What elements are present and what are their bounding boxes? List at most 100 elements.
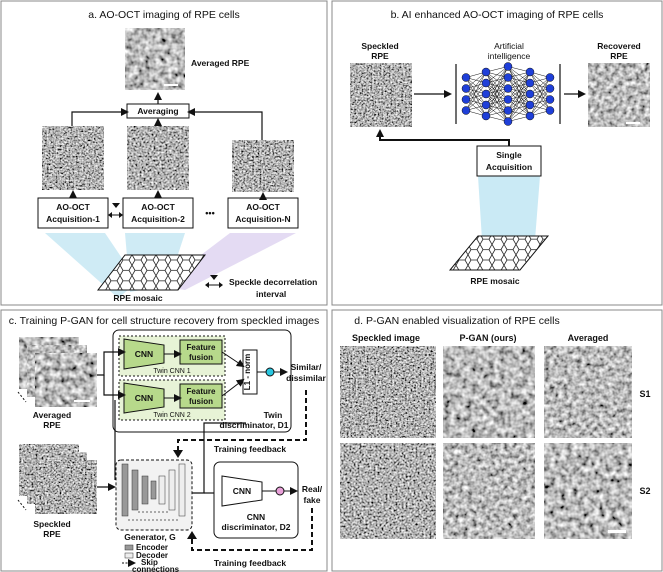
scale-bar-c [74,400,90,402]
averaged-rpe-c-line1: Averaged [33,410,71,420]
nn-node [481,67,491,77]
nn-node [525,89,535,99]
beam-acq-n [160,233,296,290]
arrow-averaged-to-twin1 [97,348,126,376]
nn-edge [507,71,531,89]
acquisition-box-1 [37,197,109,229]
training-feedback-top-label: Training feedback [214,444,287,454]
speckled-stack-front [34,459,98,515]
nn-node [461,95,471,104]
nn-node [503,73,513,82]
column-speckled: Speckled image [352,333,420,343]
cnn-1-label: CNN [135,349,153,359]
row-s1: S1 [639,389,650,399]
s1-speckled-image [339,345,437,439]
nn-node [461,106,471,115]
recovered-rpe-image [587,62,651,128]
acq-1-line2: Acquisition-1 [46,214,100,224]
rpe-mosaic-label: RPE mosaic [113,293,162,303]
averaged-rpe-label: Averaged RPE [191,58,250,68]
s1-pgan-image [442,345,536,439]
recovered-rpe-line1: Recovered [597,41,640,51]
panel-c-title: c. Training P-GAN for cell structure rec… [9,315,319,327]
panel-b-border [331,0,663,306]
acq-1-line1: AO-OCT [56,202,90,212]
twin-cnn-2-label: Twin CNN 2 [153,412,190,419]
triangle-marker [112,203,120,208]
cnn-2-label: CNN [135,393,153,403]
nn-node [481,89,491,99]
speckled-rpe-line2: RPE [371,51,389,61]
acq-n-line2: Acquisition-N [235,214,290,224]
s2-averaged-image [543,442,633,540]
twin-disc-line2: discriminator, D1 [220,420,289,430]
skip-line1: Skip [141,558,158,567]
twin-cnn-2-trapezoid [123,382,165,414]
nn-edge [529,99,551,117]
acq-n-line1: AO-OCT [246,202,280,212]
arrow-acqn-to-averaging [187,108,263,140]
averaged-stack-front [34,352,98,408]
l1-norm-label: L1 - norm [243,354,252,390]
speckled-rpe-image [349,62,413,128]
nn-edge [507,93,531,122]
training-feedback-top [177,390,307,452]
decorrelation-arrowheads [108,212,123,218]
feature-fusion-2-line2: fusion [189,397,213,406]
nn-edge [507,71,531,122]
arrow-averaged-to-twin2 [103,375,126,399]
nn-node [525,111,535,121]
training-feedback-bottom [191,508,313,551]
panel-b-title: b. AI enhanced AO-OCT imaging of RPE cel… [391,9,604,21]
s2-speckled-image [339,442,437,540]
skip-line2: connections [132,565,180,572]
cnn-disc-line2: discriminator, D2 [222,522,291,532]
nn-node [545,106,555,115]
feature-fusion-1-line2: fusion [189,353,213,362]
stack-dots-2 [17,499,27,511]
speckled-rpe-c-line1: Speckled [33,519,70,529]
arrow-acq1-to-averaging [71,108,129,126]
decoder-swatch [124,552,134,559]
speckled-rpe-line1: Speckled [361,41,398,51]
cnn-disc-line1: CNN [247,512,265,522]
feedback-top-arrowhead [173,450,183,458]
similarity-output-dot [265,367,275,377]
nn-edge [465,93,487,111]
acq-2-line2: Acquisition-2 [131,214,185,224]
panel-d-title: d. P-GAN enabled visualization of RPE ce… [354,315,559,327]
similar-line2: dissimilar [286,373,326,383]
speckled-image-2 [126,125,190,191]
beam-single-top [478,176,540,240]
panel-b: b. AI enhanced AO-OCT imaging of RPE cel… [331,0,663,306]
column-averaged: Averaged [568,333,609,343]
nn-node [525,78,535,88]
twin-cnn-1-trapezoid [123,338,165,370]
ellipsis: ••• [205,208,214,218]
s2-pgan-image [442,442,536,540]
decoder-label: Decoder [136,551,168,560]
nn-node [525,67,535,77]
single-acq-line2: Acquisition [486,162,532,172]
averaged-rpe-c-line2: RPE [43,420,61,430]
arrow-fusion2-l1 [221,378,245,397]
real-line2: fake [303,495,320,505]
nn-node [481,111,491,121]
nn-node [503,117,513,126]
nn-edge [465,71,487,89]
cnn-d2-trapezoid [221,475,263,507]
scale-bar-b [626,122,640,124]
nn-node [545,84,555,93]
nn-node [545,95,555,104]
encoder-swatch [124,544,134,551]
feature-fusion-2-line1: Feature [187,387,216,396]
nn-node [503,62,513,71]
nn-edge [529,88,551,117]
acq-2-line1: AO-OCT [141,202,175,212]
rpe-mosaic-b-label: RPE mosaic [470,276,519,286]
arrow-single-to-speckled [376,129,510,146]
real-fake-dot [275,486,285,496]
nn-edge [529,77,551,117]
s1-averaged-image [543,345,633,439]
